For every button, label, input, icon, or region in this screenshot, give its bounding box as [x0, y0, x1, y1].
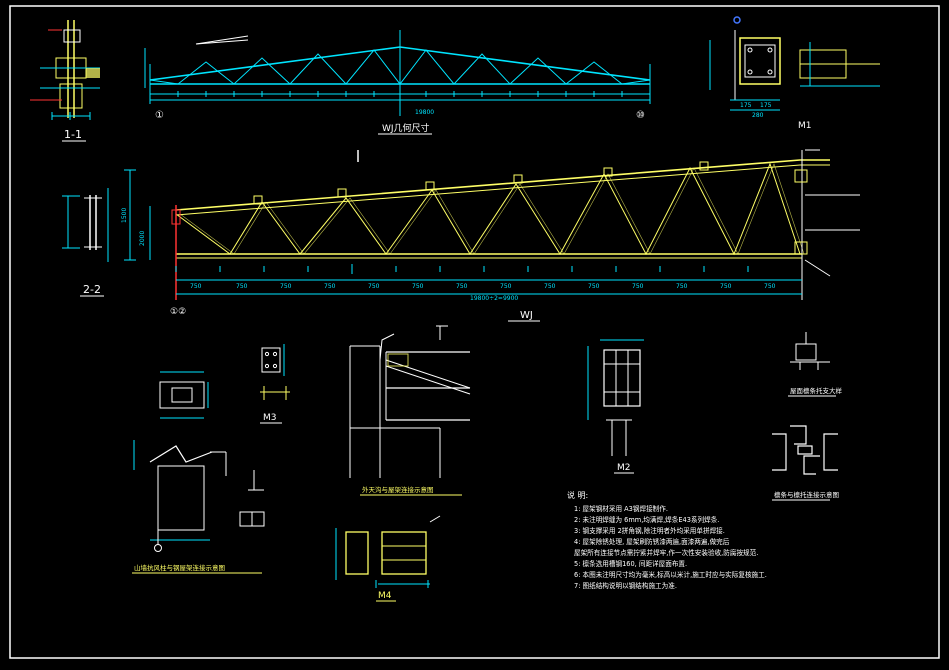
m1-dim-280: 280: [752, 112, 764, 119]
purlin-support-caption: 屋面檩条托支大样: [790, 386, 843, 395]
panel-dim-7: 750: [456, 283, 468, 290]
wj-geometry-caption: WJ几何尺寸: [382, 122, 430, 134]
panel-dim-3: 750: [280, 283, 292, 290]
truss-wj-main: [171, 149, 830, 300]
panel-dim-13: 750: [720, 283, 732, 290]
truss-top-panel-ticks: [177, 91, 623, 97]
notes-line-5: 屋架所有连接节点需拧紧并焊牢,作一次性安装验收,防腐按规范.: [574, 548, 758, 557]
truss-wj-purlins: [253, 161, 709, 205]
section-1-1-label: 1-1: [64, 128, 82, 141]
m1-dim-175b: 175: [760, 102, 772, 109]
slope-mark: [195, 39, 249, 45]
m3-label: M3: [263, 413, 277, 423]
panel-dim-6: 750: [412, 283, 424, 290]
truss-geometry-top: [144, 30, 651, 116]
purlin-connection-detail: [772, 425, 838, 475]
panel-dim-10: 750: [588, 283, 600, 290]
m4-plate-detail: [335, 515, 441, 588]
panel-dim-14: 750: [764, 283, 776, 290]
notes-line-7: 6: 本图未注明尺寸均为毫米,标高以米计,施工时应与实际复核施工.: [574, 570, 767, 579]
span-dimension-wj: 19800÷2=9900: [470, 295, 518, 302]
axis-label-right: ⑩: [636, 110, 645, 121]
bracket-block-detail: [159, 371, 209, 419]
sheet-border: [9, 5, 940, 659]
gable-caption: 山墙抗风柱与钢屋架连接示意图: [134, 563, 225, 572]
panel-dim-9: 750: [544, 283, 556, 290]
m1-label: M1: [798, 121, 812, 131]
section-1-1-detail: [30, 20, 100, 142]
purlin-connect-caption: 檩条与檩托连接示意图: [774, 490, 839, 499]
panel-dim-4: 750: [324, 283, 336, 290]
notes-line-6: 5: 檩条选用槽钢160, 间距详屋面布置.: [574, 559, 687, 568]
notes-line-2: 2: 未注明焊缝为 6mm,均满焊,焊条E43系列焊条.: [574, 515, 719, 524]
m2-plate-detail: [587, 339, 644, 456]
truss-wj-dimensions: [124, 169, 802, 295]
span-dimension-top: 19800: [415, 109, 434, 116]
m3-plate-detail: [260, 344, 290, 400]
axis-label-wj: ①②: [170, 307, 186, 317]
notes-line-3: 3: 钢支撑采用 2拼角钢,除注明者外均采用单拼焊接.: [574, 526, 725, 535]
notes-line-1: 1: 屋架钢材采用 A3钢焊接制作.: [574, 504, 668, 513]
m4-label: M4: [378, 591, 392, 601]
section-2-2-detail: [62, 188, 109, 262]
panel-dim-12: 750: [676, 283, 688, 290]
gutter-caption: 外天沟与屋架连接示意图: [362, 485, 434, 494]
m1-dim-175a: 175: [740, 102, 752, 109]
axis-label-left: ①: [155, 110, 164, 121]
section-2-2-label: 2-2: [83, 283, 101, 296]
height-dim-1500: 1500: [121, 208, 128, 223]
notes-line-4: 4: 屋架除锈处理, 屋架刷防锈漆两遍,面漆两遍,做完后: [574, 537, 730, 546]
panel-dim-1: 750: [190, 283, 202, 290]
notes-line-8: 7: 图纸结构说明以钢结构施工为准.: [574, 581, 677, 590]
purlin-support-detail: [790, 332, 830, 370]
wj-caption: WJ: [520, 310, 533, 321]
panel-dim-2: 750: [236, 283, 248, 290]
gutter-connection-detail: [349, 325, 471, 478]
m2-label: M2: [617, 463, 631, 473]
gable-column-connection: [133, 440, 265, 552]
height-dim-2000: 2000: [139, 231, 146, 246]
panel-dim-5: 750: [368, 283, 380, 290]
m1-plate-detail: [709, 16, 880, 111]
notes-title: 说 明:: [567, 490, 588, 500]
panel-dim-11: 750: [632, 283, 644, 290]
panel-dim-8: 750: [500, 283, 512, 290]
